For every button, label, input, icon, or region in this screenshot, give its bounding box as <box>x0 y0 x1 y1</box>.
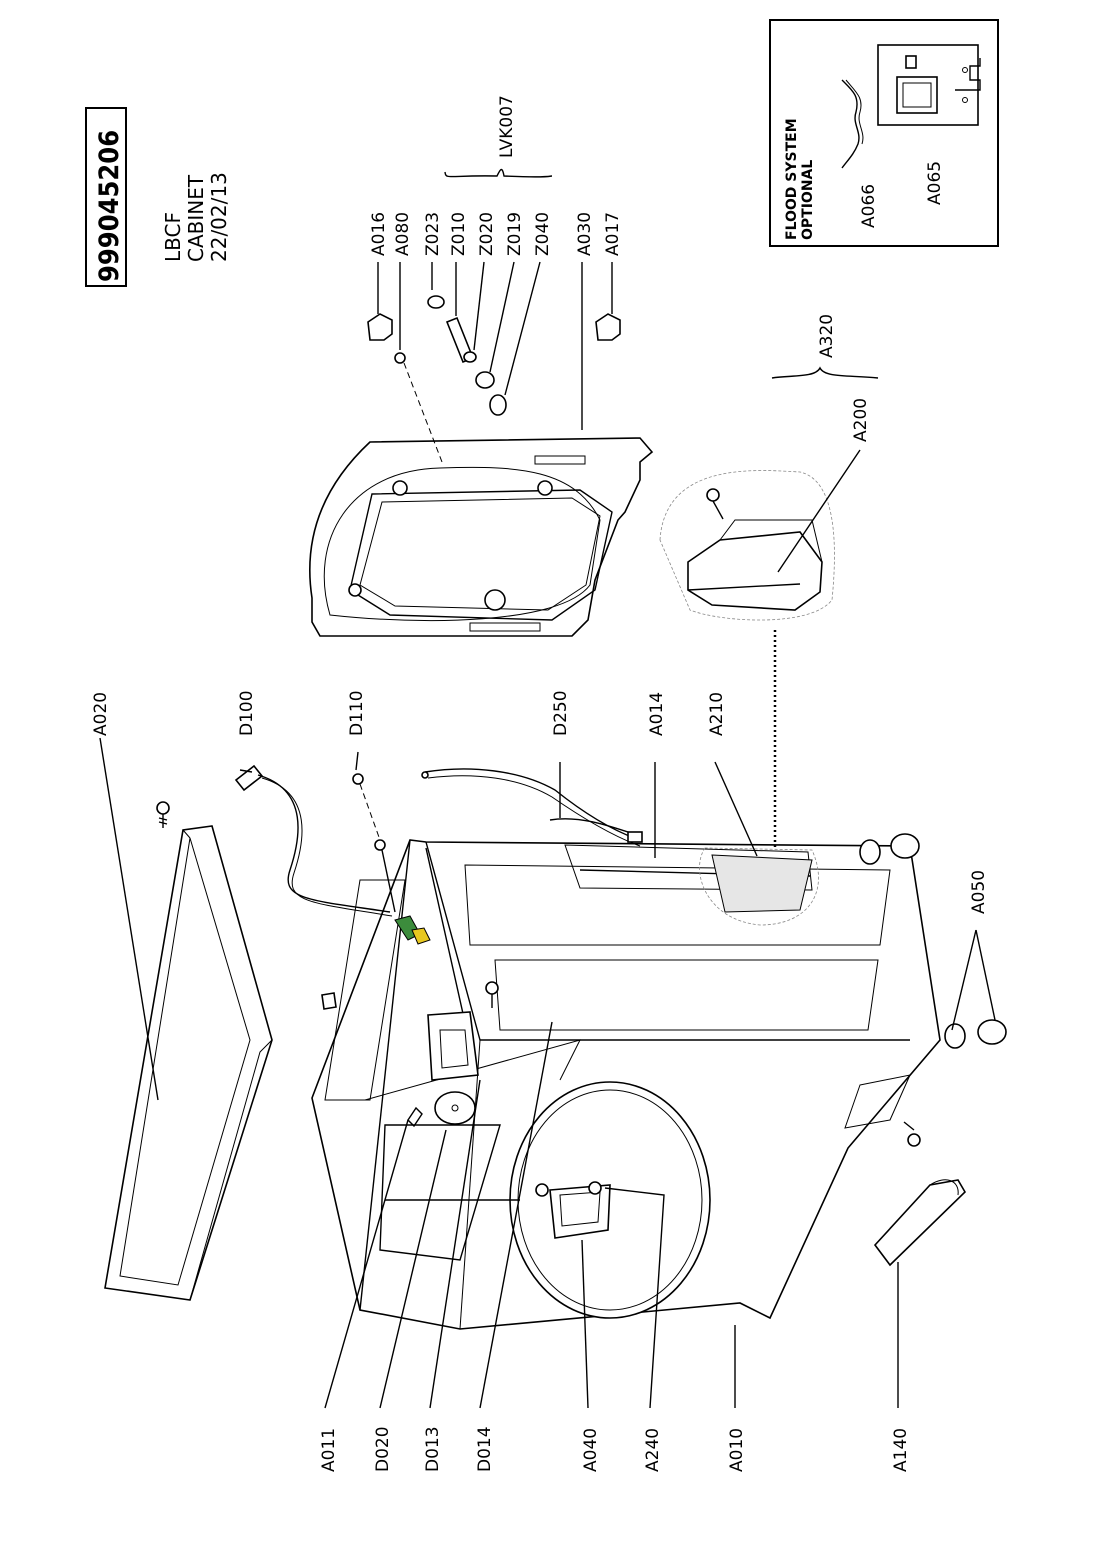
group-brace <box>771 366 879 848</box>
label-A320: A320 <box>817 314 837 358</box>
flood-module-icon <box>877 44 981 126</box>
label-A016: A016 <box>369 212 389 256</box>
part-hook-a016 <box>367 313 393 341</box>
label-Z040: Z040 <box>533 212 553 256</box>
screw-icon <box>706 488 724 520</box>
part-screw-a080 <box>394 352 443 463</box>
label-A210: A210 <box>707 692 727 736</box>
part-wiring-harness <box>421 768 643 847</box>
kit-brace <box>444 168 553 178</box>
flood-title-line2: OPTIONAL <box>800 160 816 240</box>
label-A017: A017 <box>603 212 623 256</box>
header-block: 999045206 LBCF CABINET 22/02/13 <box>85 107 231 287</box>
part-top-panel <box>104 801 273 1301</box>
part-adjustable-feet <box>859 833 1007 1049</box>
part-control-module <box>659 470 835 621</box>
label-A050: A050 <box>969 870 989 914</box>
label-D013: D013 <box>423 1426 443 1472</box>
part-back-panel <box>309 437 654 637</box>
part-power-cable <box>234 764 393 917</box>
label-D020: D020 <box>373 1426 393 1472</box>
label-A030: A030 <box>575 212 595 256</box>
label-A066: A066 <box>859 184 879 228</box>
label-D100: D100 <box>237 690 257 736</box>
section-name: CABINET <box>184 174 208 262</box>
part-number: 999045206 <box>94 130 125 282</box>
label-A020: A020 <box>91 692 111 736</box>
leader-lines <box>99 261 996 1409</box>
part-cabinet <box>311 839 941 1330</box>
label-D014: D014 <box>475 1426 495 1472</box>
screw-icon <box>156 801 170 828</box>
label-A080: A080 <box>393 212 413 256</box>
label-A240: A240 <box>643 1428 663 1472</box>
label-A200: A200 <box>851 398 871 442</box>
label-A011: A011 <box>319 1428 339 1472</box>
label-D250: D250 <box>551 690 571 736</box>
label-Z010: Z010 <box>449 212 469 256</box>
flood-title-line1: FLOOD SYSTEM <box>784 118 800 240</box>
flood-sensor-cable <box>841 79 860 169</box>
label-A065: A065 <box>925 161 945 205</box>
labels-bottom: A011 D020 D013 D014 A040 A240 A010 A140 … <box>319 870 989 1472</box>
flood-system-box: FLOOD SYSTEM OPTIONAL A066 A065 <box>769 19 999 247</box>
labels-top: A020 D100 D110 D250 A014 A210 A200 <box>91 398 871 736</box>
label-LVK007: LVK007 <box>497 95 517 158</box>
diagram-date: 22/02/13 <box>207 172 231 262</box>
part-cable-clip <box>352 773 396 913</box>
label-Z023: Z023 <box>423 212 443 256</box>
label-A010: A010 <box>727 1428 747 1472</box>
part-number-box <box>85 107 127 287</box>
part-bolt-set <box>427 295 507 416</box>
screw-icon <box>485 981 499 1008</box>
part-filter-flap <box>873 1179 967 1267</box>
screw-icon <box>903 1121 921 1147</box>
label-A140: A140 <box>891 1428 911 1472</box>
label-A014: A014 <box>647 692 667 736</box>
part-hook-a017 <box>595 313 621 341</box>
label-Z019: Z019 <box>505 212 525 256</box>
label-D110: D110 <box>347 690 367 736</box>
model-code: LBCF <box>161 212 185 262</box>
labels-right-column: A016 A080 Z023 Z010 Z020 Z019 Z040 A030 … <box>369 95 837 358</box>
label-A040: A040 <box>581 1428 601 1472</box>
label-Z020: Z020 <box>477 212 497 256</box>
